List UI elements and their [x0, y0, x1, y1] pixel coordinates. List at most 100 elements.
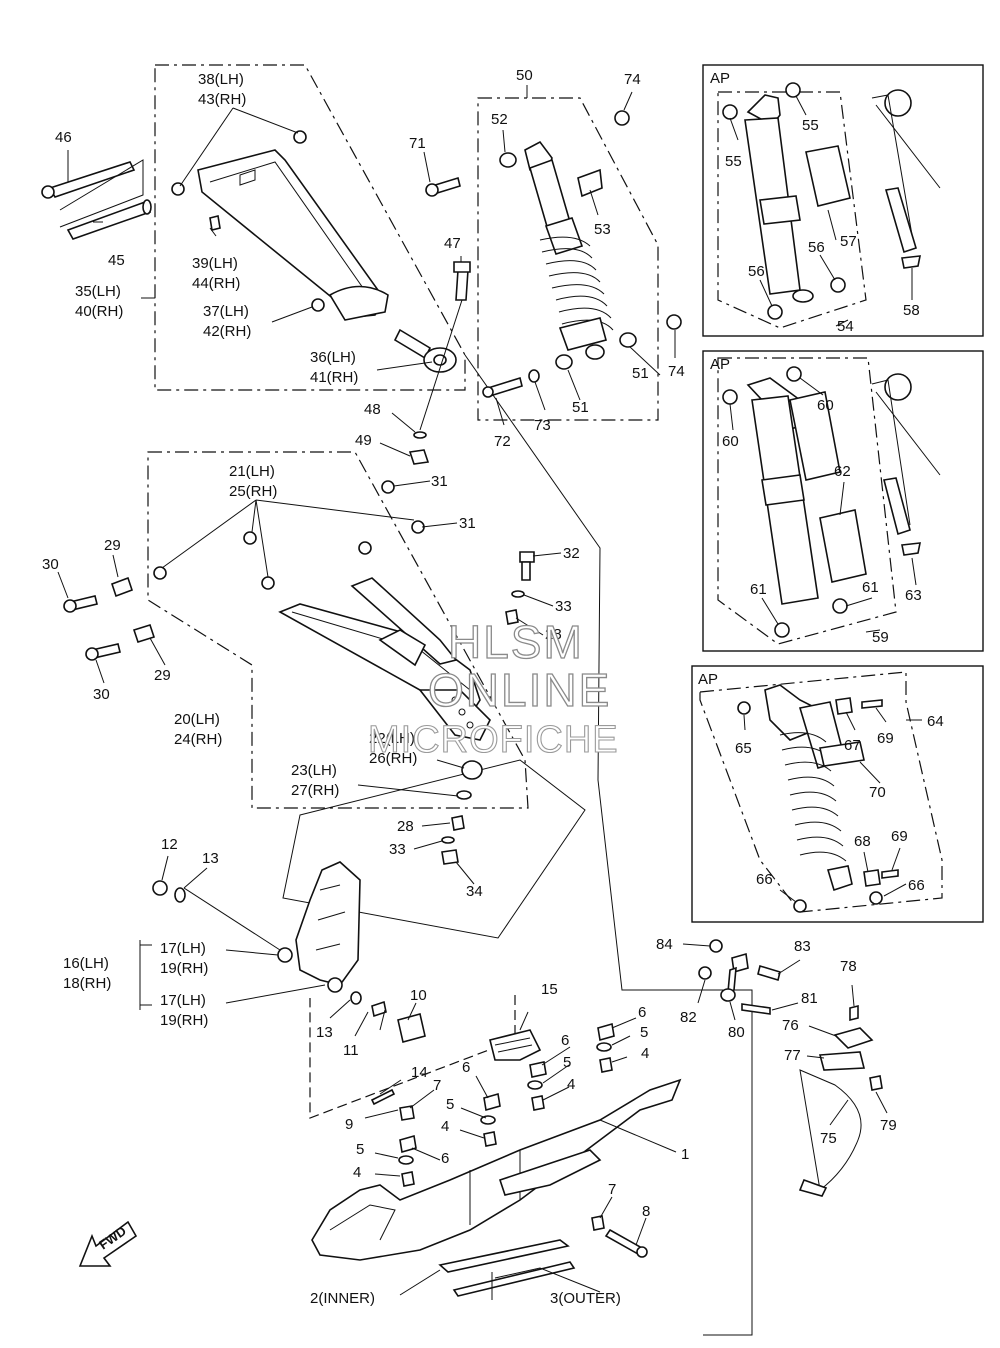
label-10: 10 [410, 987, 427, 1004]
shock-mount-frame [282, 759, 586, 939]
leader-lines [57, 85, 922, 1296]
label-5c: 5 [563, 1054, 571, 1071]
label-63: 63 [905, 587, 922, 604]
label-69a: 69 [877, 730, 894, 747]
label-36: 36(LH) [310, 349, 356, 366]
bolt-32-washers [441, 551, 535, 865]
label-19a: 19(RH) [160, 960, 208, 977]
label-20: 20(LH) [174, 711, 220, 728]
watermark: HLSM ONLINE MICROFICHE [367, 615, 618, 761]
label-6c: 6 [561, 1032, 569, 1049]
label-47: 47 [444, 235, 461, 252]
ski-spindle [152, 861, 426, 1043]
label-13b: 13 [316, 1024, 333, 1041]
label-31a: 31 [431, 473, 448, 490]
label-35: 35(LH) [75, 283, 121, 300]
label-60a: 60 [817, 397, 834, 414]
label-56b: 56 [748, 263, 765, 280]
label-45: 45 [108, 252, 125, 269]
label-67: 67 [844, 737, 861, 754]
part-labels: 38(LH) 43(RH) 46 45 39(LH) 44(RH) 35(LH)… [42, 67, 944, 1307]
ap-shock-54 [722, 82, 941, 320]
label-25: 25(RH) [229, 483, 277, 500]
label-5d: 5 [640, 1024, 648, 1041]
bolt-47-link [408, 261, 471, 465]
label-22: 22(LH) [369, 730, 415, 747]
label-27: 27(RH) [291, 782, 339, 799]
label-74a: 74 [624, 71, 641, 88]
label-19b: 19(RH) [160, 1012, 208, 1029]
main-shock-absorber [425, 110, 682, 398]
label-66a: 66 [756, 871, 773, 888]
label-17b: 17(LH) [160, 992, 206, 1009]
label-81: 81 [801, 990, 818, 1007]
group-outlines [147, 64, 943, 1119]
ap-label-2: AP [710, 356, 730, 373]
label-1: 1 [681, 1146, 689, 1163]
label-59: 59 [872, 629, 889, 646]
label-14: 14 [411, 1064, 428, 1081]
label-31b: 31 [459, 515, 476, 532]
label-6a: 6 [462, 1059, 470, 1076]
label-65: 65 [735, 740, 752, 757]
label-4a: 4 [441, 1118, 449, 1135]
label-73: 73 [534, 417, 551, 434]
label-26: 26(RH) [369, 750, 417, 767]
label-5a: 5 [446, 1096, 454, 1113]
label-29a: 29 [104, 537, 121, 554]
label-72: 72 [494, 433, 511, 450]
label-80: 80 [728, 1024, 745, 1041]
ski-hardware [370, 1022, 648, 1258]
label-34: 34 [466, 883, 483, 900]
pivot-shafts [41, 159, 152, 240]
label-12: 12 [161, 836, 178, 853]
label-56a: 56 [808, 239, 825, 256]
label-38: 38(LH) [198, 71, 244, 88]
ap-label-3: AP [698, 671, 718, 688]
forward-direction-arrow: FWD [78, 1220, 138, 1267]
cable-assembly [798, 1004, 883, 1197]
ap-panel-64 [691, 665, 984, 923]
label-4d: 4 [641, 1045, 649, 1062]
label-11: 11 [343, 1042, 359, 1059]
label-7b: 7 [608, 1181, 616, 1198]
label-61b: 61 [862, 579, 879, 596]
label-55a: 55 [725, 153, 742, 170]
label-42: 42(RH) [203, 323, 251, 340]
label-84: 84 [656, 936, 673, 953]
label-79: 79 [880, 1117, 897, 1134]
label-74b: 74 [668, 363, 685, 380]
label-58: 58 [903, 302, 920, 319]
label-9: 9 [345, 1116, 353, 1133]
label-2: 2(INNER) [310, 1290, 375, 1307]
ski [311, 1029, 682, 1300]
label-32: 32 [563, 545, 580, 562]
label-29b: 29 [154, 667, 171, 684]
label-69b: 69 [891, 828, 908, 845]
label-62: 62 [834, 463, 851, 480]
lower-a-arm [63, 480, 491, 741]
upper-a-arm [171, 130, 457, 373]
ski-link-frame [464, 354, 753, 1336]
ap-shock-59 [722, 366, 941, 638]
label-5b: 5 [356, 1141, 364, 1158]
label-41: 41(RH) [310, 369, 358, 386]
label-30a: 30 [42, 556, 59, 573]
label-71: 71 [409, 135, 426, 152]
label-18: 18(RH) [63, 975, 111, 992]
label-6d: 6 [638, 1004, 646, 1021]
label-76: 76 [782, 1017, 799, 1034]
label-33a: 33 [555, 598, 572, 615]
label-48: 48 [364, 401, 381, 418]
ap-label-1: AP [710, 70, 730, 87]
label-44: 44(RH) [192, 275, 240, 292]
label-77: 77 [784, 1047, 801, 1064]
label-55b: 55 [802, 117, 819, 134]
label-30b: 30 [93, 686, 110, 703]
label-68: 68 [854, 833, 871, 850]
label-17a: 17(LH) [160, 940, 206, 957]
label-54: 54 [837, 318, 854, 335]
label-28a: 28 [545, 626, 562, 643]
label-50: 50 [516, 67, 533, 84]
